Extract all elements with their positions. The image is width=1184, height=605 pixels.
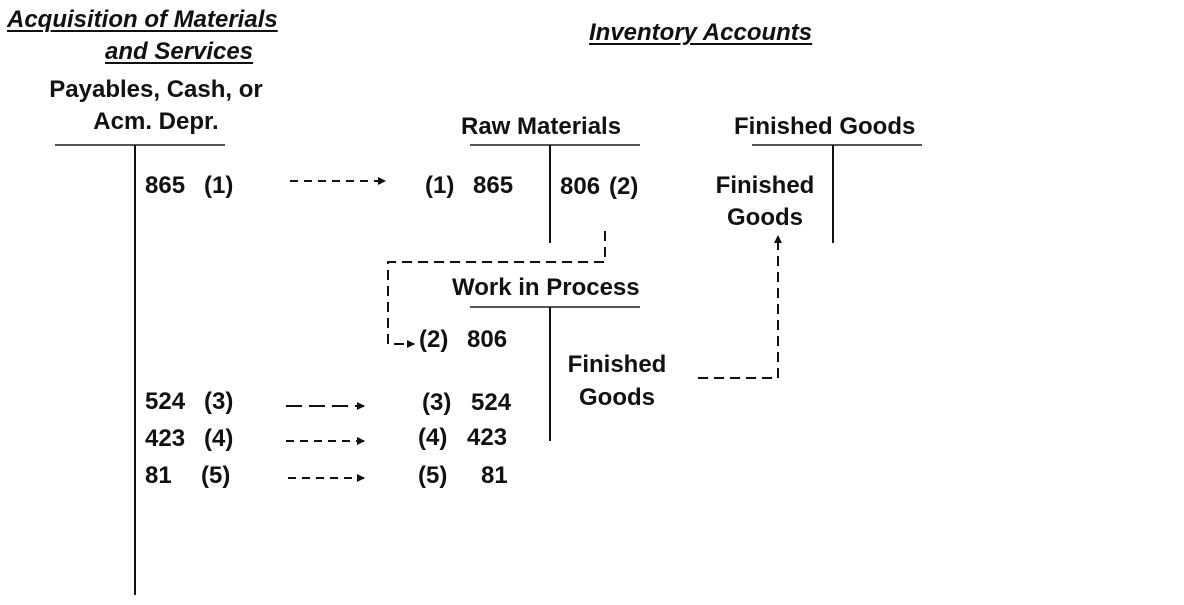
payables-credit-amount: 865 [145, 172, 186, 199]
raw-materials-credit-ref: (2) [609, 173, 639, 200]
raw-materials-debit-ref: (1) [425, 172, 455, 199]
payables-credit-ref: (5) [201, 462, 231, 489]
wip-title: Work in Process [452, 274, 640, 301]
payables-title-line2: Acm. Depr. [93, 108, 219, 135]
wip-debit-amount: 524 [471, 389, 512, 416]
finished-goods-title: Finished Goods [734, 113, 916, 140]
heading-inventory: Inventory Accounts [589, 19, 813, 46]
heading-acquisition-line1: Acquisition of Materials [7, 6, 278, 33]
payables-title-line1: Payables, Cash, or [49, 76, 263, 103]
raw-materials-credit-amount: 806 [560, 173, 601, 200]
wip-debit-amount: 423 [467, 424, 508, 451]
arrow-raw-to-wip [387, 231, 606, 348]
wip-debit-ref: (2) [419, 326, 449, 353]
finished-goods-debit-line2: Goods [727, 204, 803, 231]
payables-credit-amount: 423 [145, 425, 186, 452]
payables-credit-amount: 524 [145, 388, 186, 415]
payables-credit-ref: (1) [204, 172, 234, 199]
wip-debit-ref: (5) [418, 462, 448, 489]
wip-credit-line2: Goods [579, 384, 655, 411]
wip-debit-ref: (3) [422, 389, 452, 416]
raw-materials-title: Raw Materials [461, 113, 622, 140]
wip-debit-amount: 806 [467, 326, 508, 353]
wip-credit-line1: Finished [567, 351, 667, 378]
heading-acquisition-line2: and Services [105, 38, 254, 65]
wip-debit-ref: (4) [418, 424, 448, 451]
finished-goods-debit-line1: Finished [715, 172, 815, 199]
wip-debit-amount: 81 [481, 462, 508, 489]
payables-credit-ref: (3) [204, 388, 234, 415]
payables-credit-ref: (4) [204, 425, 234, 452]
raw-materials-debit-amount: 865 [473, 172, 514, 199]
arrow-wip-to-fg [698, 235, 782, 379]
payables-credit-amount: 81 [145, 462, 172, 489]
